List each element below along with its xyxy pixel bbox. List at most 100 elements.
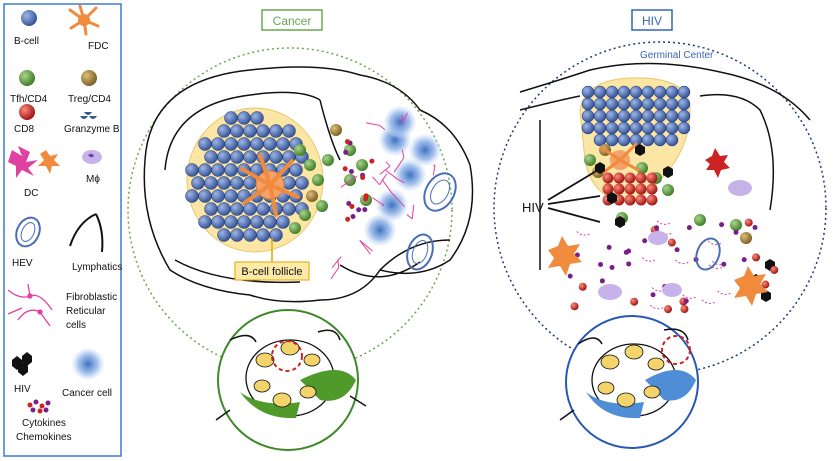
hiv-title: HIV bbox=[642, 14, 662, 28]
b-cell bbox=[237, 137, 251, 151]
cd8-cell bbox=[624, 172, 636, 184]
hiv-virion bbox=[663, 166, 673, 178]
hiv-macrophages bbox=[598, 180, 752, 300]
cytokine bbox=[719, 222, 725, 228]
cancer-cancer-cells bbox=[364, 106, 441, 246]
cd8-cell bbox=[744, 218, 753, 227]
frc-fiber bbox=[707, 240, 723, 246]
cancer-panel: Cancer B-cell follicle bbox=[127, 9, 474, 451]
t-cell bbox=[306, 190, 318, 202]
b-cell bbox=[653, 133, 667, 147]
b-cell bbox=[250, 111, 264, 125]
b-cell bbox=[250, 215, 264, 229]
cytokine bbox=[599, 278, 605, 284]
b-cell bbox=[230, 176, 244, 190]
b-cell bbox=[593, 121, 607, 135]
cd8-cell bbox=[646, 183, 658, 195]
t-cell bbox=[316, 200, 328, 212]
cd8-cell-icon bbox=[19, 104, 35, 120]
b-cell bbox=[230, 150, 244, 164]
cd8-cell bbox=[630, 297, 639, 306]
frc-icon bbox=[7, 283, 53, 327]
b-cell bbox=[250, 137, 264, 151]
t-cell bbox=[322, 154, 334, 166]
b-cell bbox=[276, 215, 290, 229]
b-cell bbox=[593, 109, 607, 123]
cytokine bbox=[721, 261, 727, 267]
cytokine bbox=[650, 292, 656, 298]
b-cell bbox=[217, 176, 231, 190]
b-cell bbox=[243, 150, 257, 164]
cancer-cytokines bbox=[342, 139, 375, 222]
hev-icon bbox=[15, 216, 41, 248]
b-cell bbox=[204, 202, 218, 216]
b-cell bbox=[282, 124, 296, 138]
b-cell bbox=[593, 85, 607, 99]
b-cell bbox=[282, 176, 296, 190]
hiv-panel: HIV Germinal Center HIV bbox=[493, 9, 827, 449]
hiv-germinal-center-label: Germinal Center bbox=[640, 50, 714, 61]
cytokine bbox=[369, 158, 375, 164]
frc-fiber bbox=[401, 112, 408, 124]
cancer-node-outline bbox=[143, 66, 474, 303]
b-cell bbox=[224, 215, 238, 229]
frc-fiber bbox=[330, 259, 340, 280]
b-cell bbox=[629, 109, 643, 123]
b-cell bbox=[256, 228, 270, 242]
hiv-node-outline bbox=[519, 62, 811, 270]
hiv-virion bbox=[635, 144, 645, 156]
hiv-virion bbox=[761, 290, 771, 302]
legend-label-macrophage: Mϕ bbox=[86, 174, 100, 185]
frc-fiber bbox=[340, 175, 358, 188]
b-cell bbox=[243, 124, 257, 138]
frc-fiber bbox=[576, 231, 591, 236]
cancer-fdc bbox=[240, 153, 300, 217]
b-cell bbox=[641, 121, 655, 135]
frc-fiber bbox=[372, 197, 385, 207]
b-cell bbox=[269, 124, 283, 138]
b-cell bbox=[224, 111, 238, 125]
b-cell bbox=[665, 85, 679, 99]
b-cell bbox=[263, 137, 277, 151]
cytokine bbox=[360, 175, 366, 181]
b-cell bbox=[605, 97, 619, 111]
b-cell bbox=[243, 202, 257, 216]
b-cell bbox=[224, 189, 238, 203]
legend-label-bcell: B-cell bbox=[14, 36, 39, 47]
hiv-pointer-label: HIV bbox=[522, 200, 544, 215]
b-cell bbox=[224, 137, 238, 151]
b-cell bbox=[665, 133, 679, 147]
hiv-inset-highlight bbox=[661, 335, 691, 365]
b-cell bbox=[581, 121, 595, 135]
legend-label-tfh: Tfh/CD4 bbox=[10, 94, 48, 105]
b-cell bbox=[217, 202, 231, 216]
t-cell bbox=[636, 162, 648, 174]
cancer-title-box bbox=[261, 9, 323, 31]
cd8-cell bbox=[664, 305, 673, 314]
legend-label-treg: Treg/CD4 bbox=[68, 94, 111, 105]
b-cell bbox=[653, 109, 667, 123]
b-cell bbox=[211, 163, 225, 177]
cd8-cell bbox=[646, 172, 658, 184]
b-cell bbox=[617, 133, 631, 147]
t-cell bbox=[584, 154, 596, 166]
cancer-panel-boundary bbox=[127, 47, 453, 373]
cytokine bbox=[642, 238, 648, 244]
cancer-title: Cancer bbox=[273, 14, 312, 28]
cd8-cell bbox=[635, 183, 647, 195]
cd8-cell bbox=[752, 253, 761, 262]
cytokine bbox=[348, 168, 354, 174]
frc-fiber bbox=[379, 161, 391, 175]
cytokine bbox=[606, 244, 612, 250]
b-cell bbox=[677, 121, 691, 135]
b-cell bbox=[276, 137, 290, 151]
t-cell bbox=[740, 232, 752, 244]
cytokine bbox=[343, 149, 349, 155]
b-cell bbox=[617, 109, 631, 123]
cytokines-icon bbox=[27, 399, 51, 414]
b-cell bbox=[237, 215, 251, 229]
fdc-icon bbox=[68, 4, 100, 36]
t-cell bbox=[299, 209, 311, 221]
b-cell bbox=[198, 137, 212, 151]
b-cell bbox=[217, 150, 231, 164]
